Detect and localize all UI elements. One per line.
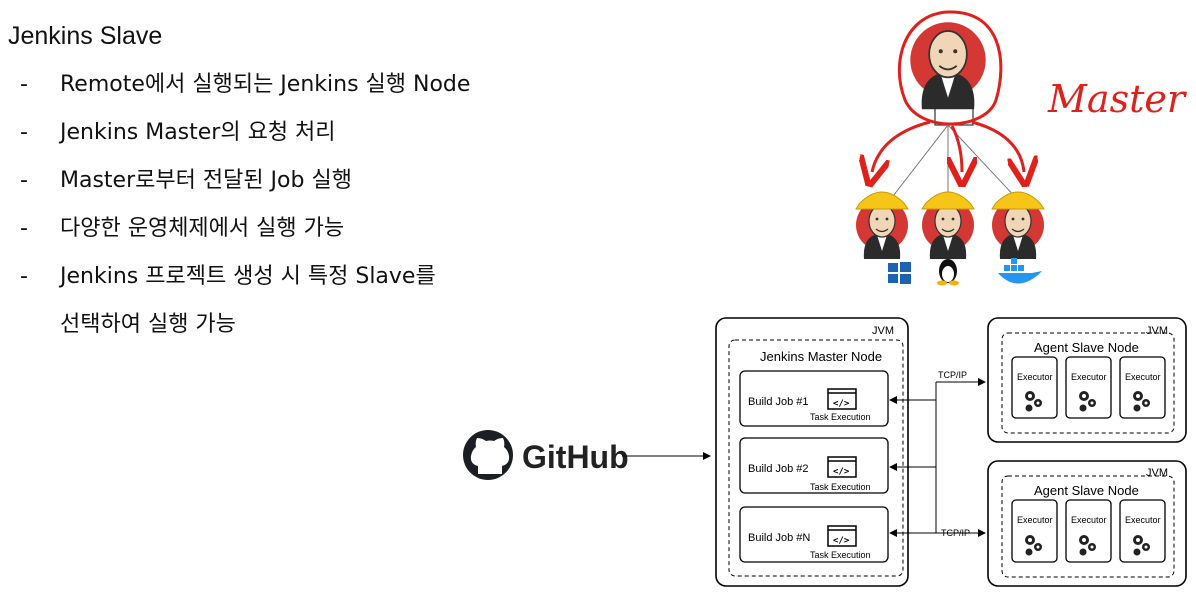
- agent-node-title: Agent Slave Node: [1034, 340, 1139, 355]
- agent-node-title: Agent Slave Node: [1034, 483, 1139, 498]
- executor: Executor: [1119, 499, 1166, 563]
- slide-title: Jenkins Slave: [8, 22, 163, 50]
- build-job: Build Job #1 </> Task Execution: [739, 370, 889, 427]
- svg-text:</>: </>: [833, 467, 850, 477]
- bullet-text: Master로부터 전달된 Job 실행: [60, 168, 352, 193]
- bullet-text: 다양한 운영체제에서 실행 가능: [60, 216, 345, 241]
- bullet-text: Jenkins 프로젝트 생성 시 특정 Slave를: [60, 264, 436, 289]
- svg-text:Executor: Executor: [1071, 372, 1107, 382]
- annotation-arrow: [952, 125, 962, 172]
- build-job: Build Job #N </> Task Execution: [739, 506, 889, 563]
- github-label: GitHub: [522, 439, 629, 475]
- bullet-item: -다양한 운영체제에서 실행 가능: [20, 216, 345, 241]
- svg-text:JVM: JVM: [1146, 467, 1168, 479]
- docker-whale-icon: [998, 258, 1042, 284]
- bullet-item: -Master로부터 전달된 Job 실행: [20, 168, 352, 193]
- code-icon: [827, 525, 857, 547]
- agent-jvm-box: JVM Agent Slave Node Executor Executor E…: [987, 317, 1187, 443]
- bullet-text: Remote에서 실행되는 Jenkins 실행 Node: [60, 72, 471, 97]
- github-octocat-icon: [470, 438, 510, 474]
- jenkins-slave-linux-icon: [921, 191, 975, 286]
- executor: Executor: [1065, 499, 1112, 563]
- bullet-list: -Remote에서 실행되는 Jenkins 실행 Node -Jenkins …: [20, 72, 580, 360]
- svg-text:</>: </>: [833, 399, 850, 409]
- jenkins-slave-docker-icon: [991, 191, 1045, 284]
- code-icon: [827, 388, 857, 410]
- svg-text:Task Execution: Task Execution: [810, 412, 871, 422]
- jvm-label: JVM: [872, 325, 894, 337]
- master-jvm-box: JVM Jenkins Master Node Build Job #1 </>…: [715, 317, 909, 587]
- svg-text:Task Execution: Task Execution: [810, 482, 871, 492]
- jenkins-slave-windows-icon: [855, 191, 911, 284]
- annotation-arrow: [971, 120, 1024, 172]
- svg-text:Executor: Executor: [1017, 372, 1053, 382]
- github-logo: [463, 430, 513, 480]
- jenkins-master-icon: [909, 21, 987, 126]
- svg-text:JVM: JVM: [1146, 325, 1168, 337]
- annotation-arrow: [872, 120, 931, 172]
- svg-text:Task Execution: Task Execution: [810, 550, 871, 560]
- executor: Executor: [1065, 356, 1112, 419]
- linux-tux-icon: [937, 259, 959, 286]
- tcp-ip-label: TCP/IP: [941, 528, 970, 538]
- svg-text:Executor: Executor: [1125, 515, 1161, 525]
- bullet-text-continued: 선택하여 실행 가능: [60, 312, 236, 337]
- svg-text:</>: </>: [833, 536, 850, 546]
- svg-text:Build Job #2: Build Job #2: [748, 463, 809, 475]
- svg-text:Build Job #1: Build Job #1: [748, 396, 809, 408]
- master-node-title: Jenkins Master Node: [760, 349, 882, 364]
- code-icon: [827, 456, 857, 478]
- annotation-master-label: Master: [1047, 77, 1188, 121]
- executor: Executor: [1011, 356, 1058, 419]
- svg-text:Build Job #N: Build Job #N: [748, 532, 810, 544]
- svg-text:Executor: Executor: [1125, 372, 1161, 382]
- build-job: Build Job #2 </> Task Execution: [739, 437, 889, 494]
- executor: Executor: [1119, 356, 1166, 419]
- svg-text:Executor: Executor: [1071, 515, 1107, 525]
- bullet-item: -Remote에서 실행되는 Jenkins 실행 Node: [20, 72, 471, 97]
- bullet-text: Jenkins Master의 요청 처리: [60, 120, 336, 145]
- tcp-connections: [889, 378, 986, 537]
- master-slave-illustration: Master: [855, 10, 1188, 286]
- tcp-ip-label: TCP/IP: [938, 370, 967, 380]
- annotation-circle: [897, 10, 1003, 126]
- agent-jvm-box: JVM Agent Slave Node Executor Executor E…: [987, 460, 1187, 587]
- bullet-item: -Jenkins Master의 요청 처리: [20, 120, 336, 145]
- executor: Executor: [1011, 499, 1058, 563]
- windows-icon: [888, 262, 911, 284]
- svg-text:Executor: Executor: [1017, 515, 1053, 525]
